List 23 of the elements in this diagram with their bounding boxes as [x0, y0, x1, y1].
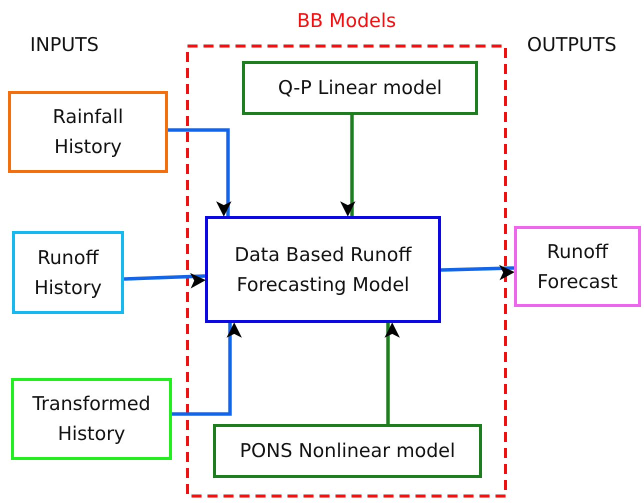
section-label: OUTPUTS: [527, 34, 616, 56]
group-heading: BB Models: [296, 9, 398, 34]
arrow: [172, 322, 242, 416]
node-label: Q-P Linear model: [276, 76, 444, 101]
arrow: [440, 264, 515, 280]
input-box: [8, 91, 168, 173]
process-box: [205, 216, 441, 323]
arrow: [340, 115, 356, 217]
arrow: [124, 273, 206, 288]
node-label: PONS Nonlinear model: [238, 439, 456, 464]
model-box: [213, 424, 482, 478]
input-box: [12, 231, 124, 314]
output-box: [514, 226, 641, 307]
node-label: Runoff Forecast: [536, 240, 619, 294]
arrow: [384, 322, 400, 424]
section-label: INPUTS: [30, 34, 99, 56]
model-box: [242, 61, 478, 115]
node-label: Runoff History: [33, 246, 103, 300]
input-box: [11, 378, 172, 460]
node-label: Data Based Runoff Forecasting Model: [234, 242, 413, 298]
arrow: [168, 128, 232, 217]
node-label: Transformed History: [31, 392, 152, 447]
node-label: Rainfall History: [52, 105, 124, 160]
